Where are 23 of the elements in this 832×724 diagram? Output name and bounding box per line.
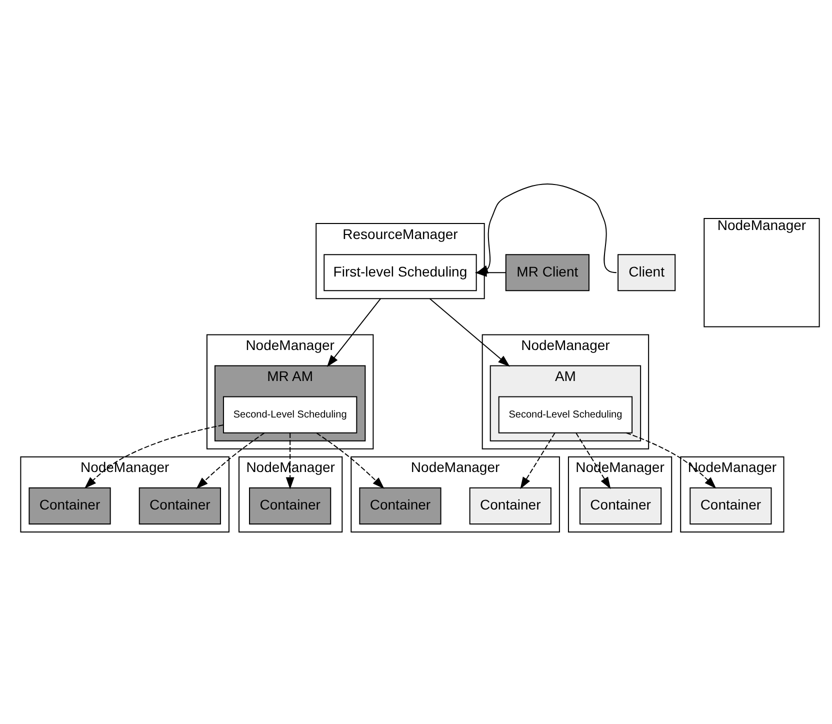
node-box: First-level Scheduling bbox=[324, 254, 477, 292]
arrow bbox=[520, 432, 556, 490]
node-box: NodeManager bbox=[704, 218, 820, 328]
node-box: Container bbox=[138, 487, 221, 524]
node-box: Container bbox=[690, 487, 772, 524]
arrow bbox=[429, 298, 510, 367]
node-box: MR Client bbox=[505, 254, 590, 292]
arrow bbox=[316, 432, 384, 489]
node-box: Container bbox=[579, 487, 662, 524]
node-box: Container bbox=[28, 487, 111, 524]
node-box: Container bbox=[359, 487, 442, 524]
node-box: Second-Level Scheduling bbox=[222, 396, 358, 434]
node-box: Client bbox=[618, 254, 676, 292]
arrow bbox=[576, 432, 611, 490]
arrow bbox=[84, 424, 224, 489]
arrow bbox=[476, 184, 618, 274]
arrow bbox=[286, 432, 294, 490]
node-box: Container bbox=[249, 487, 332, 524]
arrow bbox=[196, 432, 265, 489]
node-box: Container bbox=[469, 487, 552, 524]
arrow bbox=[326, 298, 382, 367]
node-box: Second-Level Scheduling bbox=[498, 396, 633, 434]
arrow bbox=[626, 432, 716, 489]
